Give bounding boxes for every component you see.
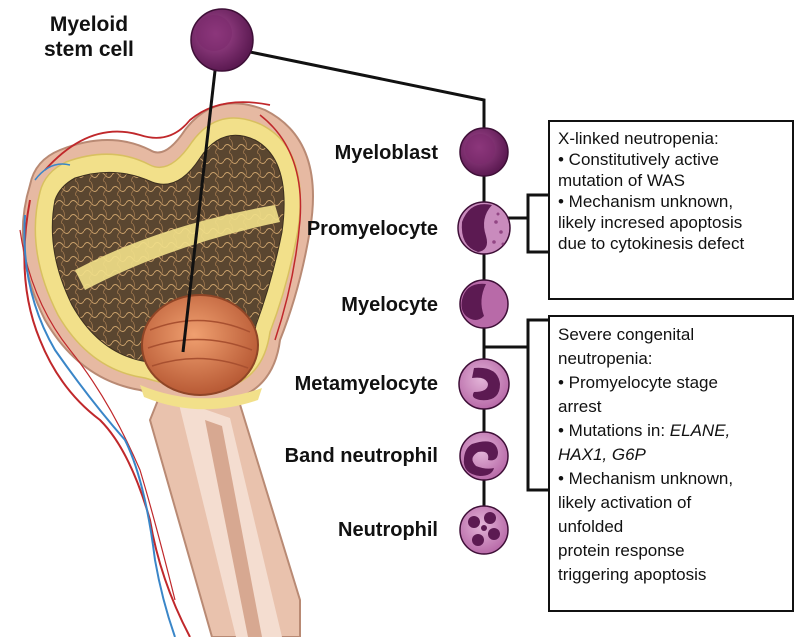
bone-illustration: [20, 102, 313, 637]
scn-genes-2: HAX1, G6P: [558, 443, 784, 467]
stem-label-line2: stem cell: [44, 37, 134, 62]
scn-mutations-prefix: • Mutations in:: [558, 421, 670, 440]
scn-line: unfolded: [558, 515, 784, 539]
band-neutrophil-cell: [460, 432, 508, 480]
metamyelocyte-cell: [459, 359, 509, 409]
label-myeloblast: Myeloblast: [335, 142, 438, 165]
xlinked-line: likely incresed apoptosis: [558, 212, 784, 233]
scn-box: Severe congenital neutropenia: • Promyel…: [548, 315, 794, 612]
scn-line: neutropenia:: [558, 347, 784, 371]
myelocyte-cell: [460, 280, 508, 328]
label-myelocyte: Myelocyte: [341, 294, 438, 317]
label-neutrophil: Neutrophil: [338, 519, 438, 542]
myeloid-stem-cell: [191, 9, 253, 71]
scn-line: • Promyelocyte stage: [558, 371, 784, 395]
scn-line: protein response: [558, 539, 784, 563]
myeloblast-cell: [460, 128, 508, 176]
scn-line: arrest: [558, 395, 784, 419]
neutrophil-cell: [460, 506, 508, 554]
label-promyelocyte: Promyelocyte: [307, 218, 438, 241]
label-metamyelocyte: Metamyelocyte: [295, 373, 438, 396]
scn-line: triggering apoptosis: [558, 563, 784, 587]
xlinked-line: • Mechanism unknown,: [558, 191, 784, 212]
scn-line: • Mechanism unknown,: [558, 467, 784, 491]
scn-line: likely activation of: [558, 491, 784, 515]
xlinked-line: X-linked neutropenia:: [558, 128, 784, 149]
label-band-neutrophil: Band neutrophil: [285, 445, 438, 468]
label-myeloid-stem-cell: Myeloid stem cell: [44, 12, 134, 62]
xlinked-line: due to cytokinesis defect: [558, 233, 784, 254]
scn-genes-1: ELANE,: [670, 421, 730, 440]
scn-line: Severe congenital: [558, 323, 784, 347]
xlinked-line: mutation of WAS: [558, 170, 784, 191]
xlinked-line: • Constitutively active: [558, 149, 784, 170]
xlinked-neutropenia-box: X-linked neutropenia: • Constitutively a…: [548, 120, 794, 300]
stem-label-line1: Myeloid: [44, 12, 134, 37]
scn-line-mutations: • Mutations in: ELANE,: [558, 419, 784, 443]
promyelocyte-cell: [458, 202, 510, 254]
